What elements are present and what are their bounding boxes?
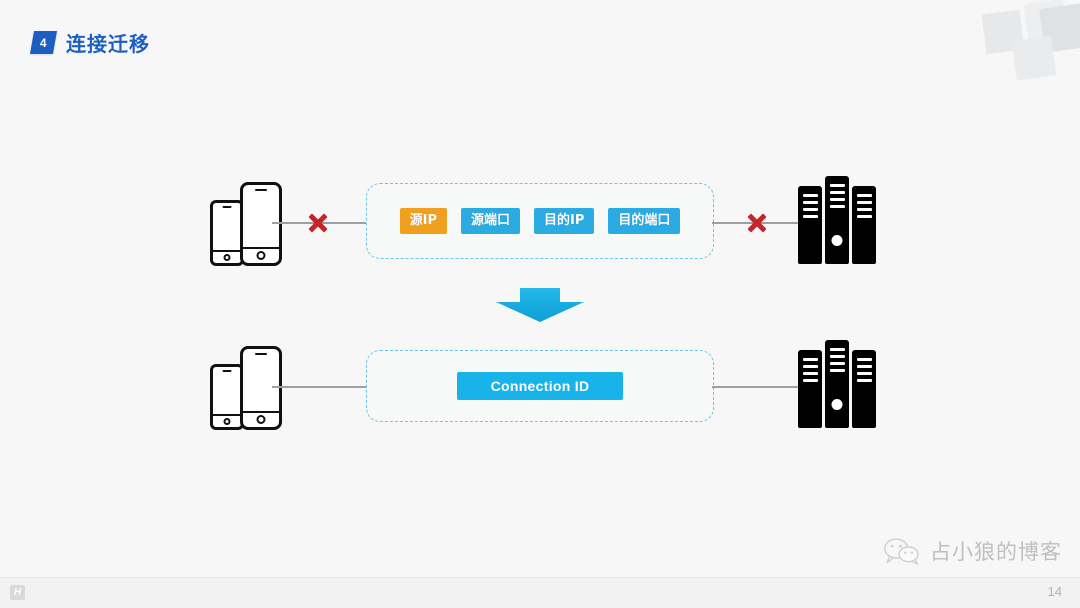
server-slot bbox=[856, 215, 872, 218]
server-slot bbox=[802, 379, 818, 382]
page-number: 14 bbox=[1047, 584, 1062, 599]
phone-screen-edge bbox=[243, 411, 279, 413]
server-slot bbox=[856, 201, 872, 204]
server-slot bbox=[856, 194, 872, 197]
section-number: 4 bbox=[40, 35, 47, 50]
server-slot bbox=[802, 208, 818, 211]
phone-home-button bbox=[256, 415, 266, 424]
phone-home-button bbox=[223, 418, 231, 425]
decorative-square bbox=[981, 9, 1025, 55]
server-icon bbox=[798, 340, 878, 428]
server-tower-left bbox=[798, 186, 822, 264]
connection-broken-x-icon bbox=[744, 210, 770, 236]
app-badge-icon: H bbox=[10, 585, 25, 600]
phone-large-icon bbox=[240, 346, 282, 430]
diagram-row-before: 源IP 源端口 目的IP 目的端口 bbox=[0, 168, 1080, 278]
phone-large-icon bbox=[240, 182, 282, 266]
server-slot bbox=[856, 365, 872, 368]
connection-line-right bbox=[712, 386, 802, 388]
wechat-icon bbox=[884, 538, 919, 565]
server-slot bbox=[829, 198, 845, 201]
blog-watermark: 占小狼的博客 bbox=[884, 536, 1062, 566]
connection-broken-x-icon bbox=[305, 210, 331, 236]
server-slot bbox=[856, 372, 872, 375]
decorative-square bbox=[1039, 3, 1080, 53]
transition-arrow-down-icon bbox=[494, 286, 586, 324]
server-slot bbox=[802, 215, 818, 218]
tag-source-port[interactable]: 源端口 bbox=[460, 208, 520, 234]
server-icon bbox=[798, 176, 878, 264]
decorative-squares bbox=[950, 0, 1080, 85]
server-tower-left bbox=[798, 350, 822, 428]
slide-title-row: 4 连接迁移 bbox=[29, 28, 150, 57]
server-slot bbox=[829, 369, 845, 372]
server-tower-right bbox=[852, 350, 876, 428]
server-power-indicator bbox=[831, 399, 843, 410]
server-slot bbox=[802, 194, 818, 197]
server-slot bbox=[829, 362, 845, 365]
server-slot bbox=[802, 201, 818, 204]
section-number-badge: 4 bbox=[29, 31, 58, 54]
server-slot bbox=[829, 355, 845, 358]
tuple-container: 源IP 源端口 目的IP 目的端口 bbox=[366, 183, 714, 259]
server-slot bbox=[856, 358, 872, 361]
tag-destination-port[interactable]: 目的端口 bbox=[608, 208, 681, 234]
phone-home-button bbox=[223, 254, 231, 261]
phone-screen-edge bbox=[243, 247, 279, 249]
phone-speaker bbox=[255, 353, 267, 355]
decorative-square bbox=[1029, 0, 1061, 17]
watermark-text: 占小狼的博客 bbox=[930, 540, 1062, 564]
server-slot bbox=[802, 365, 818, 368]
connection-line-left bbox=[272, 386, 368, 388]
tag-connection-id[interactable]: Connection ID bbox=[457, 372, 623, 400]
server-slot bbox=[829, 184, 845, 187]
server-slot bbox=[829, 205, 845, 208]
server-slot bbox=[856, 379, 872, 382]
decorative-square bbox=[1023, 0, 1069, 43]
server-power-indicator bbox=[831, 235, 843, 246]
phone-screen-edge bbox=[213, 250, 241, 252]
server-slot bbox=[829, 191, 845, 194]
phone-small-icon bbox=[210, 200, 244, 266]
server-tower-center bbox=[825, 176, 849, 264]
phone-speaker bbox=[222, 370, 232, 372]
phone-speaker bbox=[255, 189, 267, 191]
phone-icon bbox=[210, 180, 286, 268]
server-tower-center bbox=[825, 340, 849, 428]
server-slot bbox=[829, 348, 845, 351]
server-tower-right bbox=[852, 186, 876, 264]
server-slot bbox=[802, 372, 818, 375]
page-title: 连接迁移 bbox=[66, 32, 150, 56]
tag-destination-ip[interactable]: 目的IP bbox=[534, 208, 595, 234]
phone-screen-edge bbox=[213, 414, 241, 416]
decorative-square bbox=[1011, 35, 1057, 81]
phone-small-icon bbox=[210, 364, 244, 430]
phone-icon bbox=[210, 344, 286, 432]
server-slot bbox=[856, 208, 872, 211]
footer-bar: H 14 bbox=[0, 577, 1080, 608]
connection-id-container: Connection ID bbox=[366, 350, 714, 422]
diagram-row-after: Connection ID bbox=[0, 332, 1080, 442]
phone-speaker bbox=[222, 206, 232, 208]
server-slot bbox=[802, 358, 818, 361]
tag-source-ip[interactable]: 源IP bbox=[399, 208, 447, 234]
phone-home-button bbox=[256, 251, 266, 260]
